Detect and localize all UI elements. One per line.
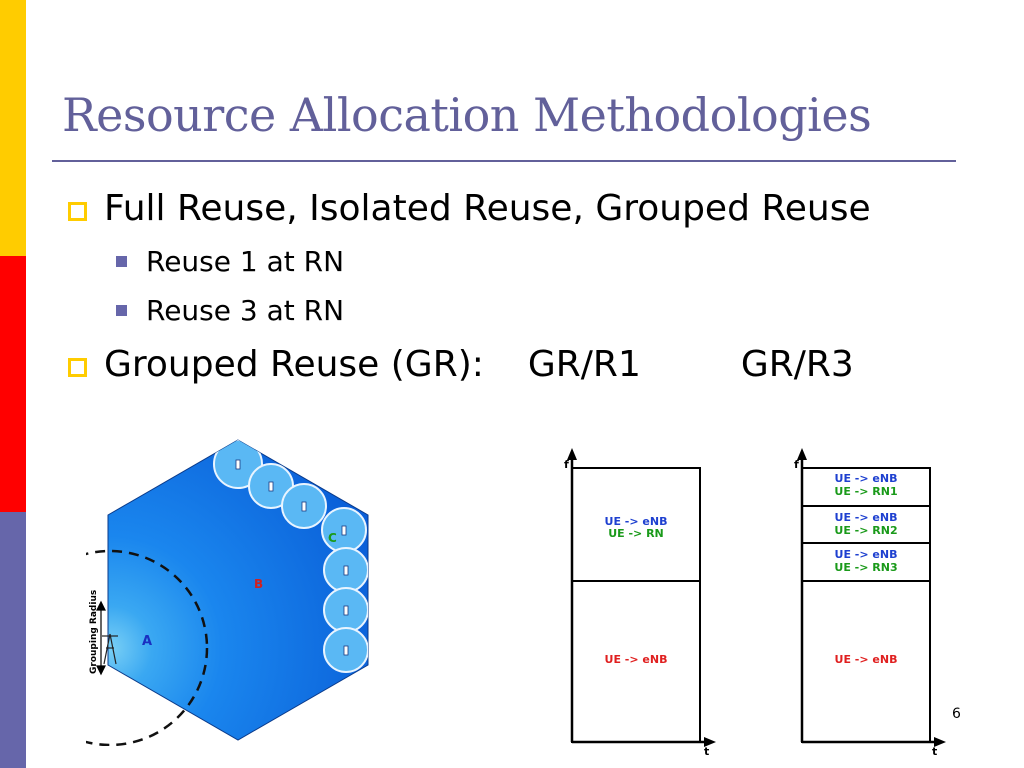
rn1-label-enb: UE -> eNB bbox=[835, 472, 898, 485]
label-gr-r1: GR/R1 bbox=[527, 344, 641, 385]
rn3-label-rn: UE -> RN3 bbox=[834, 561, 897, 574]
enb-block bbox=[571, 580, 701, 743]
t-axis-arrow-icon bbox=[704, 737, 716, 747]
grouping-radius-circle bbox=[86, 549, 209, 746]
f-axis-arrow-icon bbox=[567, 448, 577, 460]
sub-bullet-reuse-1-text: Reuse 1 at RN bbox=[146, 245, 345, 278]
block-label-enb: UE -> eNB bbox=[605, 515, 668, 528]
label-gr-r3: GR/R3 bbox=[740, 344, 854, 385]
enb-block bbox=[801, 580, 931, 743]
block-label-enb-only: UE -> eNB bbox=[835, 653, 898, 666]
bullet-grouped-reuse: Grouped Reuse (GR): GR/R1 GR/R3 bbox=[68, 344, 854, 385]
sub-bullet-reuse-3-text: Reuse 3 at RN bbox=[146, 294, 345, 327]
gr-r3-chart: f t UE -> eNB UE -> RN1 UE -> eNB UE -> … bbox=[794, 448, 946, 756]
title-rule bbox=[52, 160, 956, 162]
rn2-label-enb: UE -> eNB bbox=[835, 511, 898, 524]
region-a-label: A bbox=[142, 634, 152, 649]
sub-bullet-reuse-1: Reuse 1 at RN bbox=[116, 245, 345, 278]
bullet-square-icon bbox=[68, 202, 87, 221]
left-stripe-red bbox=[0, 256, 26, 512]
f-axis-label: f bbox=[564, 458, 569, 471]
sub-bullet-reuse-3: Reuse 3 at RN bbox=[116, 294, 345, 327]
block-label-rn: UE -> RN bbox=[608, 527, 664, 540]
relay-node-icons bbox=[235, 459, 349, 656]
grouping-radius-arrow bbox=[96, 600, 106, 676]
bullet-grouped-reuse-text: Grouped Reuse (GR): bbox=[104, 344, 484, 385]
t-axis-arrow-icon bbox=[934, 737, 946, 747]
gr-r1-chart: f t UE -> eNB UE -> RN UE -> eNB bbox=[564, 448, 716, 756]
grouping-radius-label: Grouping Radius bbox=[89, 590, 99, 674]
enb-tower-icon bbox=[102, 633, 118, 665]
rn1-label-rn: UE -> RN1 bbox=[834, 485, 897, 498]
rn2-label-rn: UE -> RN2 bbox=[834, 524, 897, 537]
sub-bullet-square-icon bbox=[116, 256, 127, 267]
rn3-label-enb: UE -> eNB bbox=[835, 548, 898, 561]
bullet-reuse-types: Full Reuse, Isolated Reuse, Grouped Reus… bbox=[68, 188, 871, 229]
block-label-enb-only: UE -> eNB bbox=[605, 653, 668, 666]
t-axis-label: t bbox=[932, 745, 937, 756]
left-stripe-yellow bbox=[0, 0, 26, 256]
bullet-square-icon bbox=[68, 358, 87, 377]
region-c-label: C bbox=[328, 531, 337, 545]
region-b-label: B bbox=[254, 577, 263, 591]
page-number: 6 bbox=[952, 706, 961, 722]
cell-reuse-diagram: Grouping Radius A B C bbox=[86, 439, 369, 746]
bullet-reuse-types-text: Full Reuse, Isolated Reuse, Grouped Reus… bbox=[104, 188, 871, 229]
f-axis-label: f bbox=[794, 458, 799, 471]
slide-title: Resource Allocation Methodologies bbox=[62, 88, 872, 142]
t-axis-label: t bbox=[704, 745, 709, 756]
sub-bullet-square-icon bbox=[116, 305, 127, 316]
f-axis-arrow-icon bbox=[797, 448, 807, 460]
left-stripe-purple bbox=[0, 512, 26, 768]
